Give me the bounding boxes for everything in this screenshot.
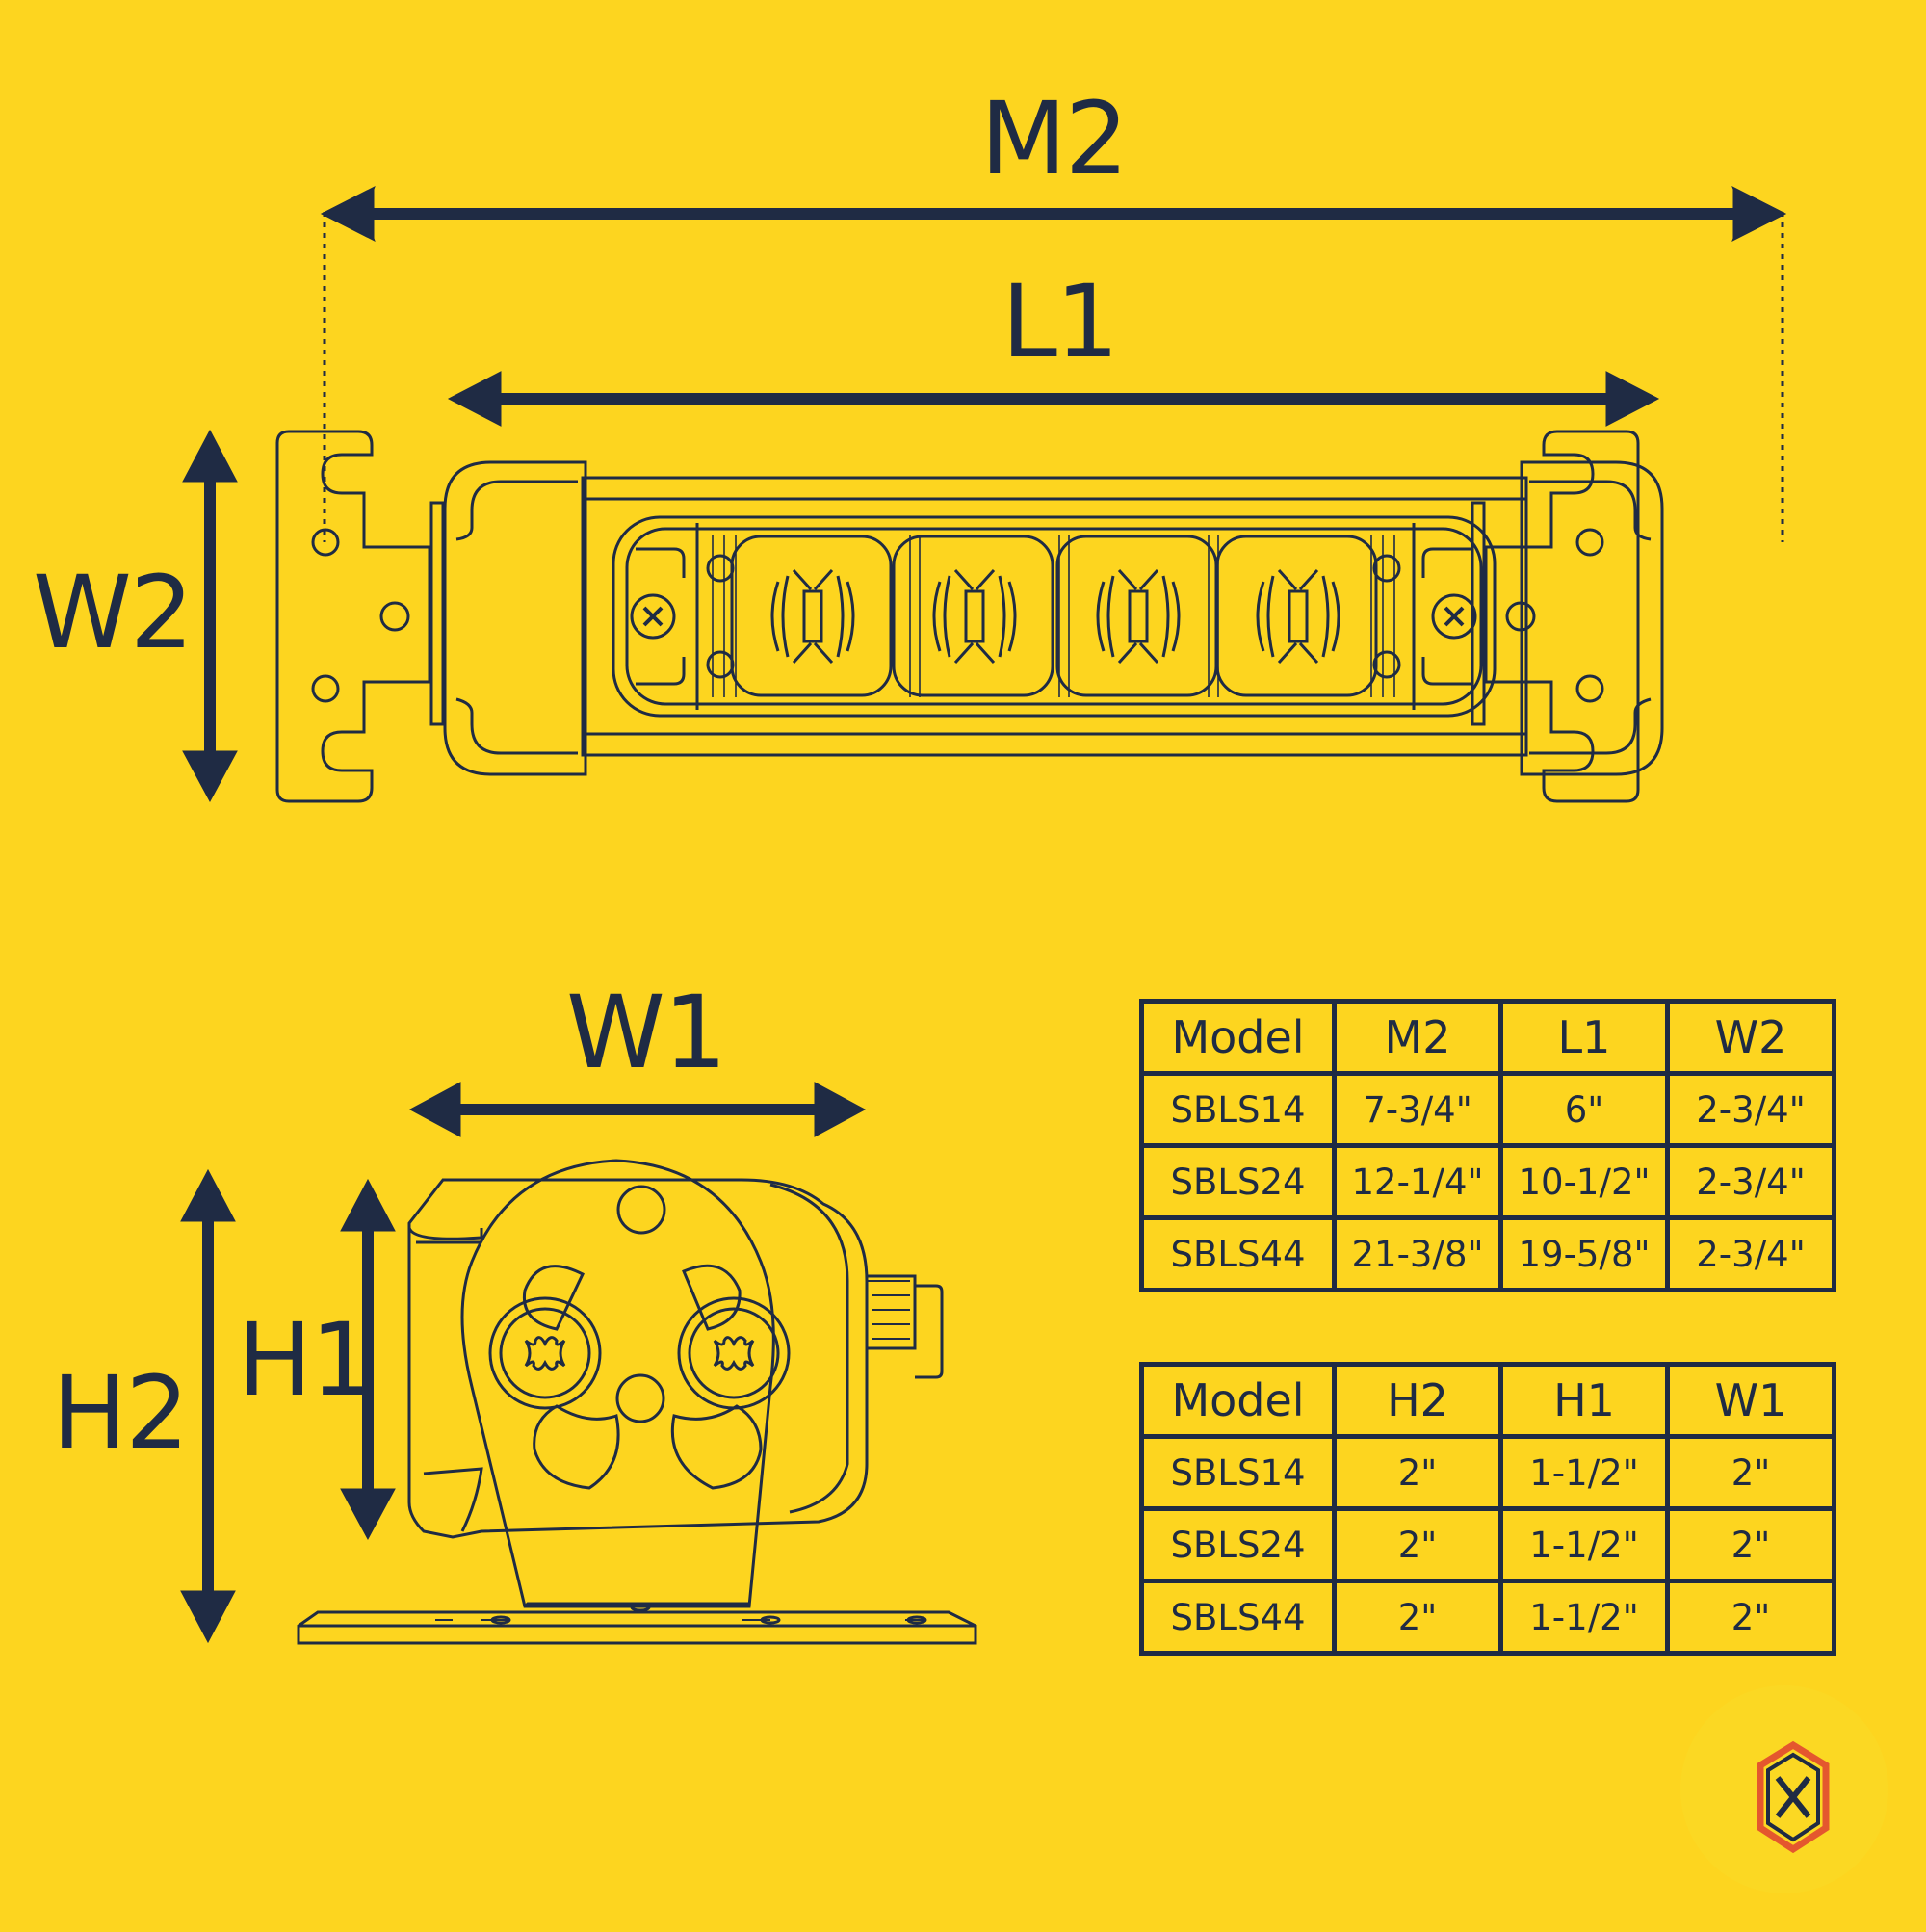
hexagon-x-logo-icon (1680, 1685, 1888, 1893)
table-cell: SBLS44 (1139, 1215, 1337, 1292)
table-cell: 2-3/4" (1665, 1215, 1836, 1292)
table-header-row: Model H2 H1 W1 (1139, 1362, 1836, 1439)
table-cell: SBLS44 (1139, 1579, 1337, 1656)
table-cell: 1-1/2" (1498, 1506, 1670, 1583)
table-cell: 1-1/2" (1498, 1434, 1670, 1511)
table-cell: 10-1/2" (1498, 1143, 1670, 1220)
table-cell: 21-3/8" (1332, 1215, 1503, 1292)
m2-extension-lines (323, 212, 1784, 542)
table-cell: 2" (1332, 1434, 1503, 1511)
table-cell: 2" (1665, 1434, 1836, 1511)
table-cell: 2-3/4" (1665, 1071, 1836, 1148)
table-cell: 2-3/4" (1665, 1143, 1836, 1220)
table-header-cell: W1 (1665, 1362, 1836, 1439)
table-cell: 2" (1665, 1579, 1836, 1656)
w2-dimension-label: W2 (33, 554, 194, 671)
led-module (892, 535, 1054, 697)
w2-arrow (182, 429, 238, 803)
table-row: SBLS24 2" 1-1/2" 2" (1139, 1506, 1836, 1583)
table-row: SBLS14 2" 1-1/2" 2" (1139, 1434, 1836, 1511)
table-header-cell: L1 (1498, 999, 1670, 1076)
w1-dimension-label: W1 (566, 974, 727, 1091)
table-cell: SBLS14 (1139, 1071, 1337, 1148)
table-cell: SBLS24 (1139, 1143, 1337, 1220)
right-mounting-bracket (1484, 430, 1640, 803)
m2-arrow (320, 185, 1787, 243)
table-header-row: Model M2 L1 W2 (1139, 999, 1836, 1076)
table-cell: 2" (1665, 1506, 1836, 1583)
table-header-cell: H1 (1498, 1362, 1670, 1439)
table-header-cell: M2 (1332, 999, 1503, 1076)
h1-dimension-label: H1 (237, 1301, 374, 1419)
table-cell: SBLS14 (1139, 1434, 1337, 1511)
m2-dimension-label: M2 (980, 80, 1129, 197)
light-bar-top-view (275, 430, 1664, 803)
table-header-cell: Model (1139, 999, 1337, 1076)
l1-dimension-label: L1 (1002, 263, 1119, 380)
table-row: SBLS44 21-3/8" 19-5/8" 2-3/4" (1139, 1215, 1836, 1292)
table-cell: 6" (1498, 1071, 1670, 1148)
table-cell: 19-5/8" (1498, 1215, 1670, 1292)
w1-arrow (408, 1082, 867, 1137)
table-cell: 12-1/4" (1332, 1143, 1503, 1220)
light-bar-side-view (297, 1159, 977, 1645)
table-header-cell: H2 (1332, 1362, 1503, 1439)
table-cell: 2" (1332, 1579, 1503, 1656)
led-module (1215, 535, 1378, 697)
table-header-cell: W2 (1665, 999, 1836, 1076)
h1-arrow (340, 1178, 396, 1541)
table-row: SBLS24 12-1/4" 10-1/2" 2-3/4" (1139, 1143, 1836, 1220)
l1-arrow (447, 371, 1660, 427)
table-cell: SBLS24 (1139, 1506, 1337, 1583)
h2-arrow (180, 1168, 236, 1644)
table-cell: 1-1/2" (1498, 1579, 1670, 1656)
table-header-cell: Model (1139, 1362, 1337, 1439)
led-module (730, 535, 893, 697)
table-row: SBLS14 7-3/4" 6" 2-3/4" (1139, 1071, 1836, 1148)
h2-dimension-label: H2 (52, 1354, 189, 1472)
dimension-arrows (180, 185, 1787, 1644)
length-spec-table: Model M2 L1 W2 SBLS14 7-3/4" 6" 2-3/4" S… (1139, 999, 1836, 1292)
left-mounting-bracket (275, 430, 431, 803)
led-module (1055, 535, 1218, 697)
table-cell: 2" (1332, 1506, 1503, 1583)
table-cell: 7-3/4" (1332, 1071, 1503, 1148)
height-spec-table: Model H2 H1 W1 SBLS14 2" 1-1/2" 2" SBLS2… (1139, 1362, 1836, 1656)
table-row: SBLS44 2" 1-1/2" 2" (1139, 1579, 1836, 1656)
